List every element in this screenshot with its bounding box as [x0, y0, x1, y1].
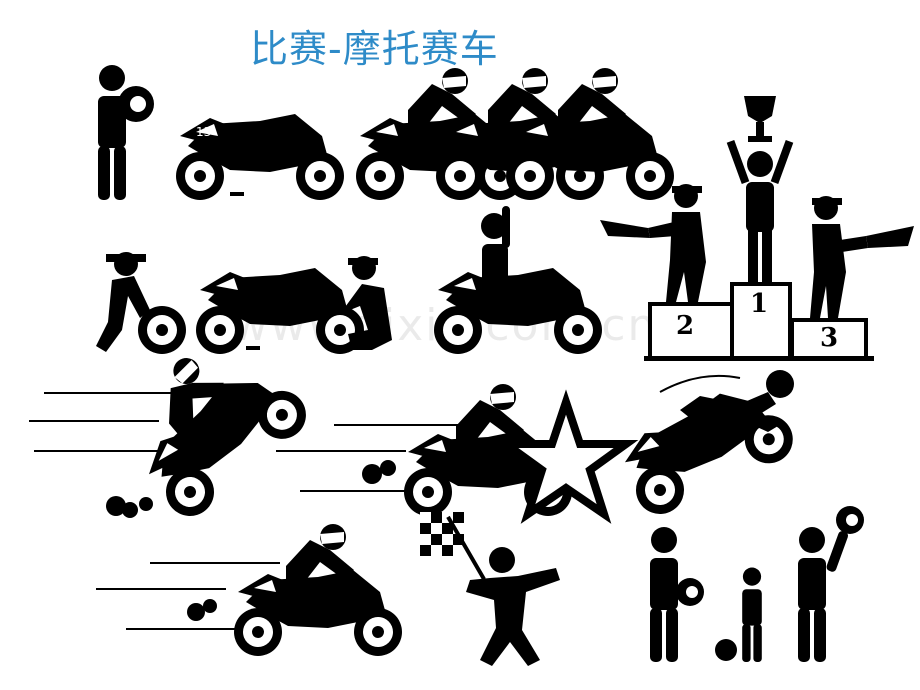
crash-rider-icon [276, 370, 801, 524]
podium-first-label: 1 [750, 289, 768, 319]
wheelie-rider-icon [29, 347, 316, 526]
pushing-wheel-icon [96, 252, 186, 354]
rider-holding-helmet-icon [98, 65, 154, 200]
rider-waving-icon [434, 206, 602, 354]
mechanic-motorcycle-icon [196, 256, 392, 354]
bike-number-label: 13 [196, 125, 211, 139]
parked-motorcycle-icon: 13 [176, 114, 344, 200]
checkered-flag-man-icon [420, 512, 560, 666]
podium-winners-icon: 1 2 3 [600, 96, 914, 361]
racing-motorcycles-group-icon [356, 68, 674, 200]
podium-second-label: 2 [676, 311, 694, 341]
podium-third-label: 3 [820, 323, 838, 353]
family-with-helmets-icon [650, 506, 864, 662]
speeding-rider-icon [96, 524, 402, 656]
page-title: 比赛-摩托赛车 [250, 27, 499, 71]
